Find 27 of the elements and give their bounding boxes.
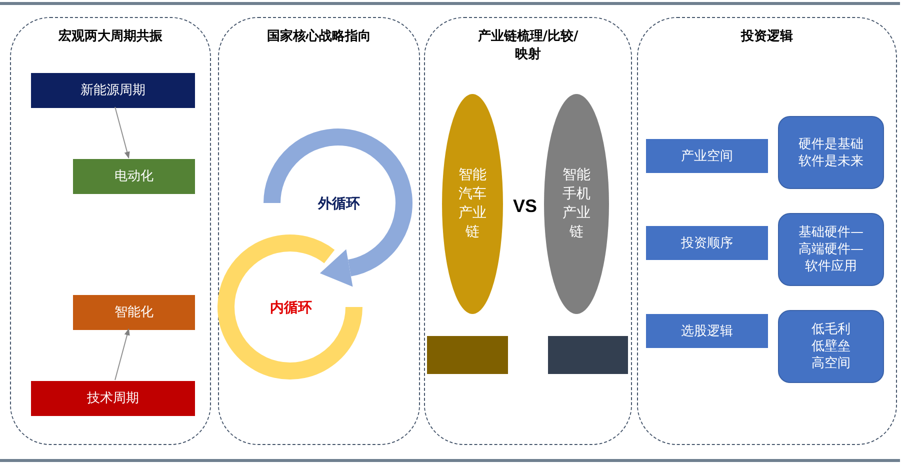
panel-title: 产业链梳理/比较/映射 (476, 28, 580, 64)
rounded-box: 硬件是基础软件是未来 (778, 116, 884, 189)
dashed-panel (10, 17, 211, 445)
dashed-panel (637, 17, 897, 445)
oval-shape: 智能汽车产业链 (442, 94, 503, 314)
label-box: 技术周期 (31, 381, 195, 416)
dashed-panel (424, 17, 632, 445)
panel-title: 国家核心战略指向 (266, 28, 372, 46)
arrow (114, 106, 130, 159)
label-box (427, 336, 508, 374)
label-box: 电动化 (73, 159, 195, 194)
cycle-label: 内循环 (259, 295, 323, 321)
label-box: 产业空间 (646, 139, 768, 173)
arrow (114, 328, 130, 380)
cycle-label: 外循环 (309, 191, 369, 217)
rounded-box: 基础硬件—高端硬件—软件应用 (778, 213, 884, 286)
oval-shape: 智能手机产业链 (544, 94, 609, 314)
rounded-box: 低毛利低壁垒高空间 (778, 310, 884, 383)
label-box: 投资顺序 (646, 226, 768, 260)
panel-title: 宏观两大周期共振 (57, 28, 164, 46)
label-box (548, 336, 628, 374)
dashed-panel (218, 17, 420, 445)
vs-label: VS (512, 196, 538, 218)
label-box: 选股逻辑 (646, 314, 768, 348)
label-box: 智能化 (73, 295, 195, 330)
label-box: 新能源周期 (31, 73, 195, 108)
panel-title: 投资逻辑 (740, 28, 794, 46)
